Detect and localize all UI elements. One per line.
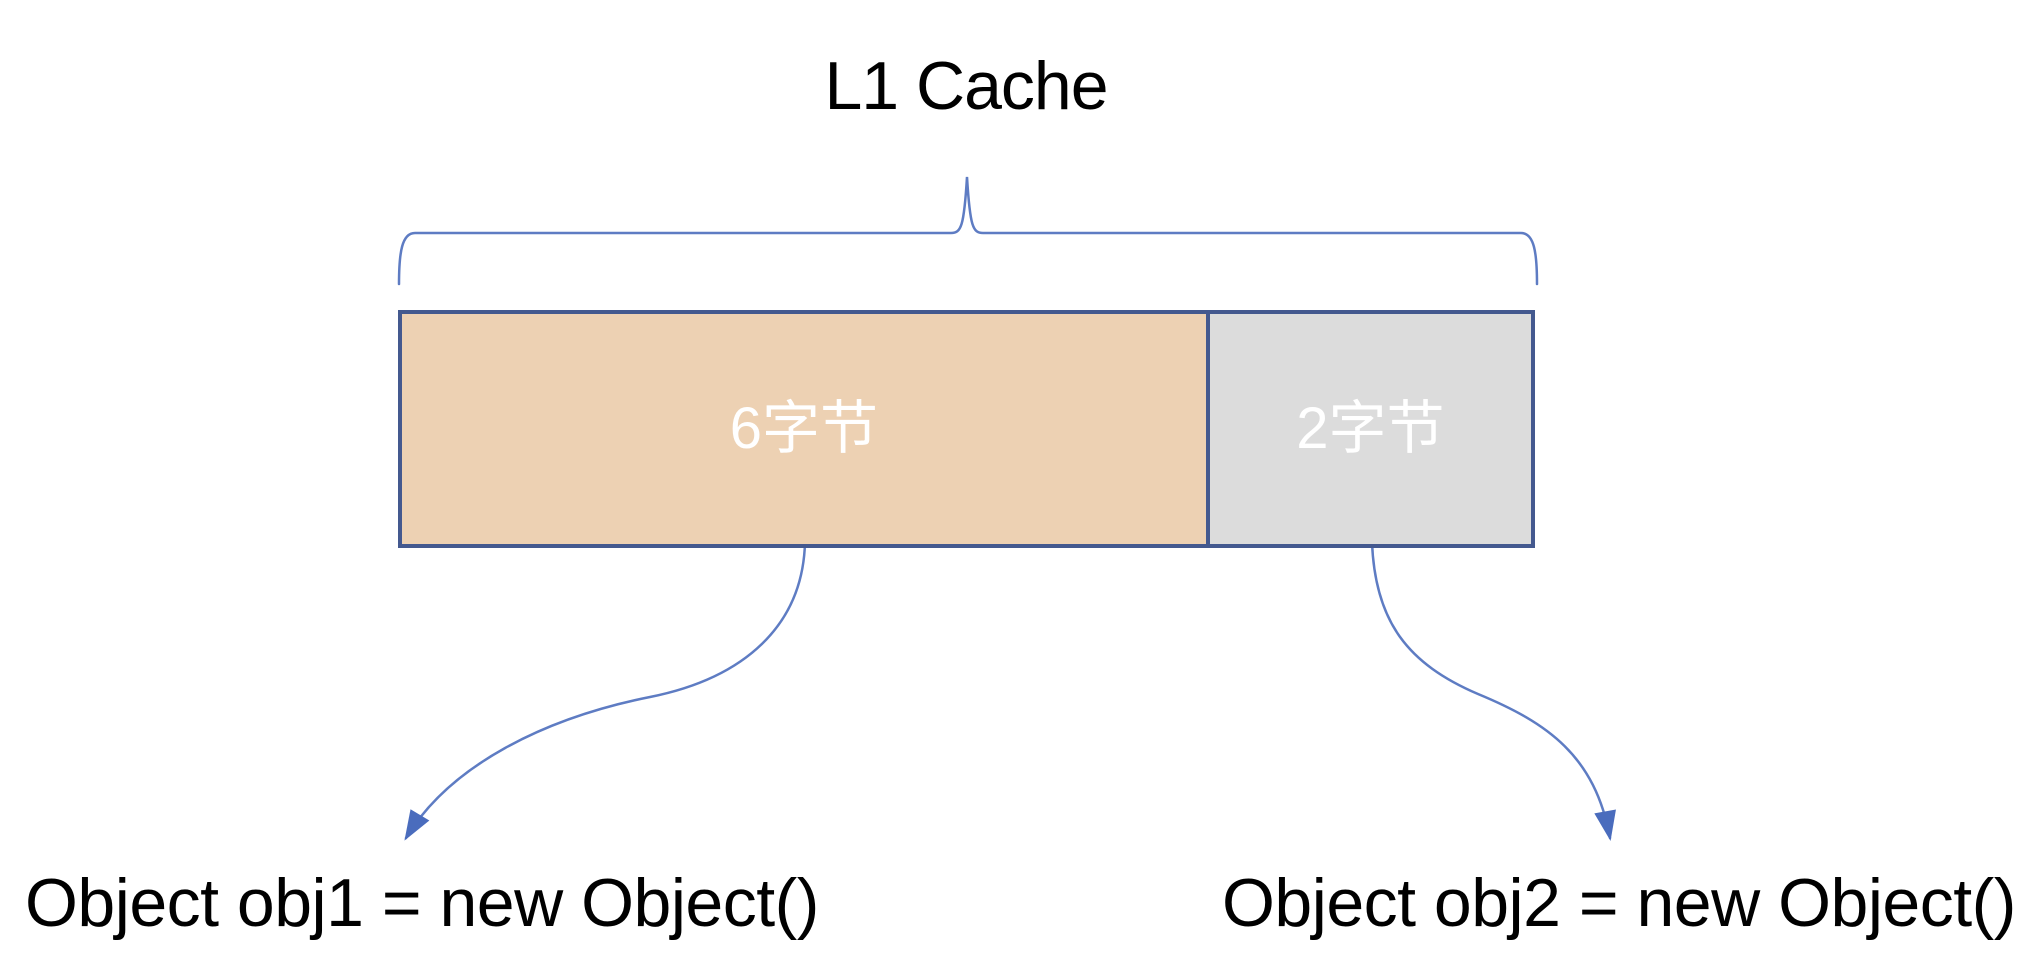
arrow-obj1 [404,540,807,841]
curly-brace-icon [397,176,1539,286]
segment-label-2bytes: 2字节 [1296,396,1445,461]
cache-segment-6bytes: 6字节 [402,314,1206,544]
arrow-obj2 [1370,540,1616,841]
cache-segment-2bytes: 2字节 [1205,314,1531,544]
segment-label-6bytes: 6字节 [729,396,879,461]
page-title: L1 Cache [824,48,1108,124]
cache-box: 6字节 2字节 [398,310,1535,548]
code-label-obj2: Object obj2 = new Object() [1222,865,2016,941]
code-label-obj1: Object obj1 = new Object() [25,865,819,941]
